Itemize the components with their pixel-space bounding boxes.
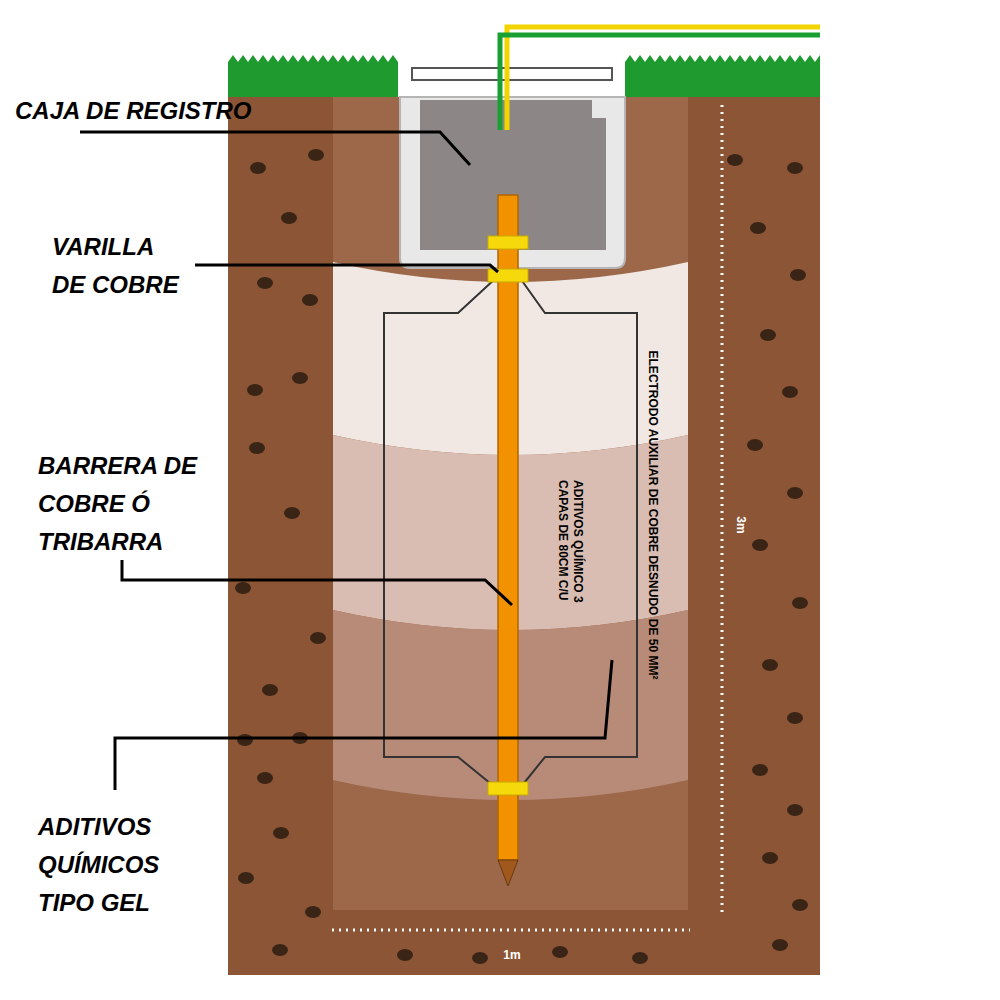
leader-line [115,660,612,790]
soil-stone [747,439,763,451]
excavation [333,97,688,910]
part-label-rotated: ELECTRODO AUXILIAR DE COBRE DESNUDO DE 5… [645,351,660,680]
dimension-label: 1m [503,948,520,962]
leader-line [195,265,498,272]
soil-stone [235,582,251,594]
soil-stone [787,712,803,724]
soil-stone [237,734,253,746]
soil-stone [792,899,808,911]
soil-stone [787,487,803,499]
soil-stone [281,212,297,224]
grass [228,55,398,97]
soil-stone [760,329,776,341]
soil-stone [787,804,803,816]
soil-stone [762,659,778,671]
clamp [488,269,528,282]
soil-stone [762,852,778,864]
part-label: ADITIVOS QUÍMICOS TIPO GEL [38,808,188,922]
clamp [488,782,528,795]
soil-stone [552,946,568,958]
soil-stone [790,269,806,281]
rod-tip [498,860,518,886]
part-label: CAJA DE REGISTRO [15,92,251,130]
soil-stone [782,386,798,398]
soil-stone [292,372,308,384]
soil-stone [250,162,266,174]
soil-stone [238,872,254,884]
grass [625,55,820,97]
soil-stone [310,632,326,644]
soil-stone [262,684,278,696]
soil-stone [247,384,263,396]
part-label: BARRERA DE COBRE Ó TRIBARRA [38,447,213,561]
ground-wire-yellow [507,27,820,130]
box-frame [400,97,625,268]
soil-stone [273,827,289,839]
electrode-outline [384,278,496,788]
dimension-label: 3m [734,516,748,533]
soil-stone [787,162,803,174]
soil-stone [305,906,321,918]
soil-stone [727,154,743,166]
soil-stone [308,149,324,161]
soil-stone [772,939,788,951]
part-label-rotated: ADITIVOS QUÍMICO 3 CAPAS DE 80CM C/U [555,480,585,630]
box-lid [412,68,612,80]
soil-stone [752,539,768,551]
clamp [488,236,528,249]
part-label: VARILLA DE COBRE [52,228,187,304]
copper-rod [498,195,518,860]
soil [228,97,820,975]
soil-stone [249,442,265,454]
leader-line [80,132,470,165]
electrode-outline [520,278,637,788]
soil-stone [257,772,273,784]
soil-stone [272,944,288,956]
dimension-line [721,105,724,912]
soil-stone [397,949,413,961]
soil-stone [752,764,768,776]
dimension-line [332,929,690,932]
soil-stone [750,222,766,234]
ground-wire-green [500,35,820,130]
soil-stone [284,507,300,519]
soil-stone [632,952,648,964]
soil-stone [472,952,488,964]
soil-stone [302,294,318,306]
leader-line [122,560,512,605]
soil-stone [792,597,808,609]
soil-stone [257,277,273,289]
